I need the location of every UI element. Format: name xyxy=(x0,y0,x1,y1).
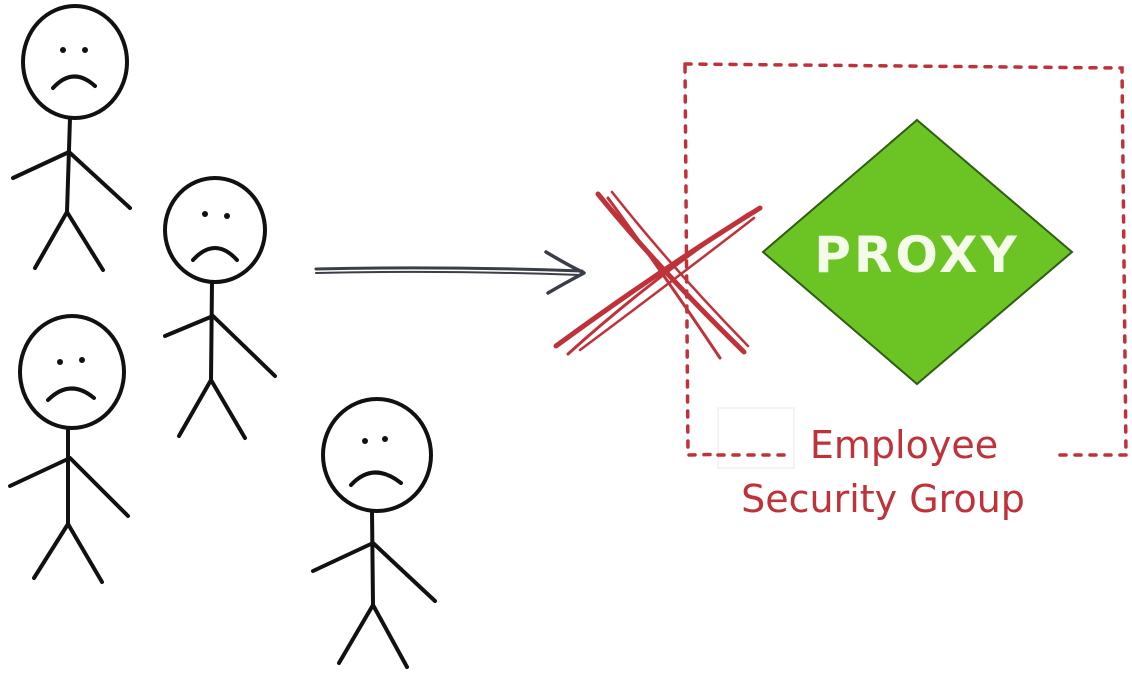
security-group-label-line1: Employee xyxy=(810,423,998,467)
stick-figure-4 xyxy=(311,397,437,669)
security-group-boundary xyxy=(683,62,1128,469)
stick-figure-1 xyxy=(11,4,132,272)
security-group-label: Employee Security Group xyxy=(741,423,1025,521)
proxy-label: PROXY xyxy=(814,226,1020,284)
proxy-node: PROXY xyxy=(761,118,1074,386)
arrow-right-icon xyxy=(314,250,586,295)
security-group-label-line2: Security Group xyxy=(741,477,1025,521)
x-icon xyxy=(553,190,763,360)
stick-figure-3 xyxy=(8,314,130,584)
stick-figure-2 xyxy=(163,176,277,440)
